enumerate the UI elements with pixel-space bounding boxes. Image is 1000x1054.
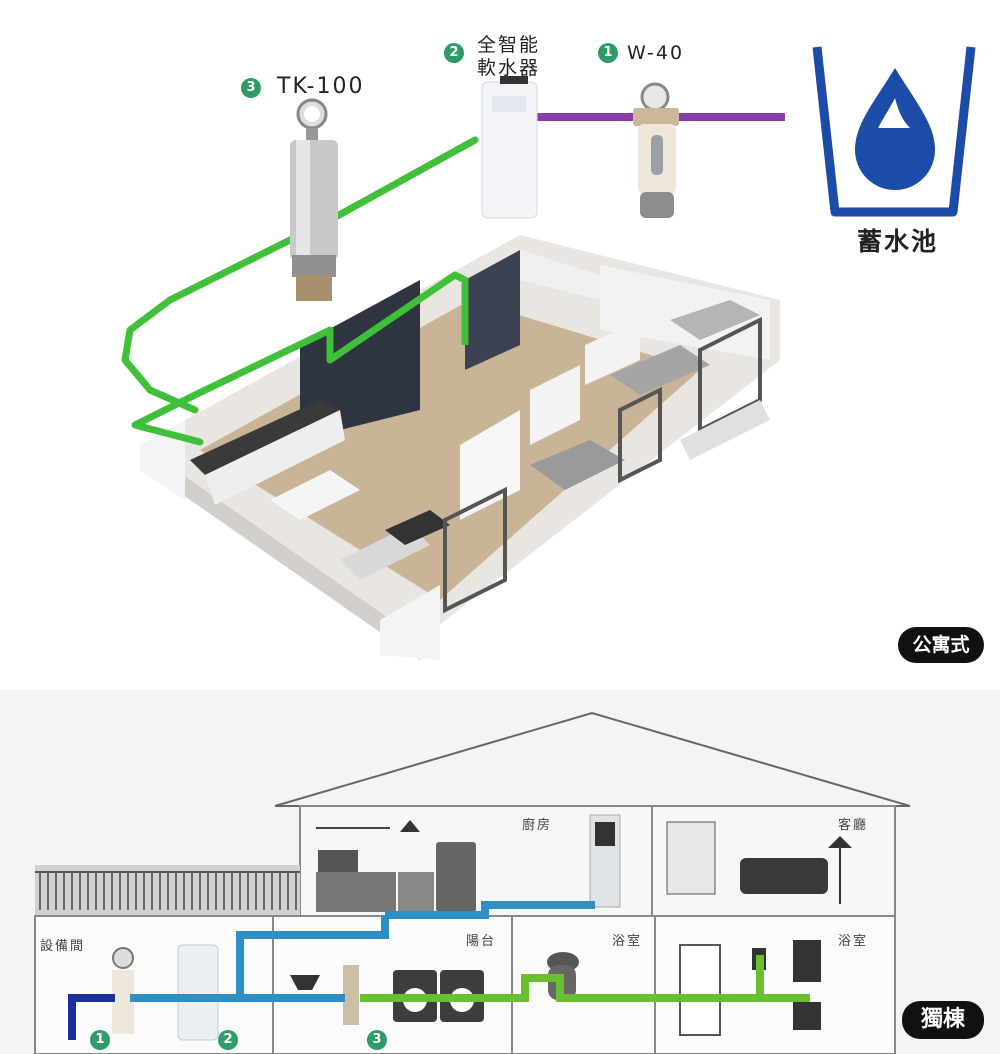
water-drop-tank-icon <box>812 46 976 217</box>
room-kitchen-label: 廚房 <box>522 818 553 833</box>
house-badge-3: 3 <box>367 1030 387 1050</box>
badge-softener: 2 <box>444 43 464 63</box>
house-type-label: 獨棟 <box>902 1001 984 1039</box>
room-bath2-label: 浴室 <box>838 934 869 949</box>
green-pipe-drop <box>131 421 204 446</box>
badge-tk100: 3 <box>241 78 261 98</box>
room-equipment-label: 設備間 <box>40 939 86 954</box>
house-badge-2: 2 <box>218 1030 238 1050</box>
badge-w40: 1 <box>598 43 618 63</box>
water-softener <box>481 76 538 219</box>
w40-prefilter <box>633 82 679 218</box>
room-bath1-label: 浴室 <box>612 934 643 949</box>
reservoir-label: 蓄水池 <box>857 227 939 256</box>
house-section <box>0 690 1000 1054</box>
blue-pipe <box>130 915 389 1002</box>
blue-pipe-top <box>385 901 595 919</box>
softener-label-line2: 軟水器 <box>477 57 541 79</box>
green-pipe-branch <box>133 271 469 429</box>
navy-pipe <box>68 994 115 1040</box>
room-living-label: 客廳 <box>838 818 869 833</box>
tk100-filter <box>290 98 338 301</box>
softener-label-line1: 全智能 <box>477 34 541 56</box>
house-badge-1: 1 <box>90 1030 110 1050</box>
green-pipe-house <box>360 955 764 1002</box>
w40-label: W-40 <box>627 42 685 64</box>
room-balcony-label: 陽台 <box>466 934 497 949</box>
tk100-label: TK-100 <box>277 74 365 99</box>
apartment-floorplan <box>140 235 780 660</box>
apartment-type-label: 公寓式 <box>898 627 984 663</box>
